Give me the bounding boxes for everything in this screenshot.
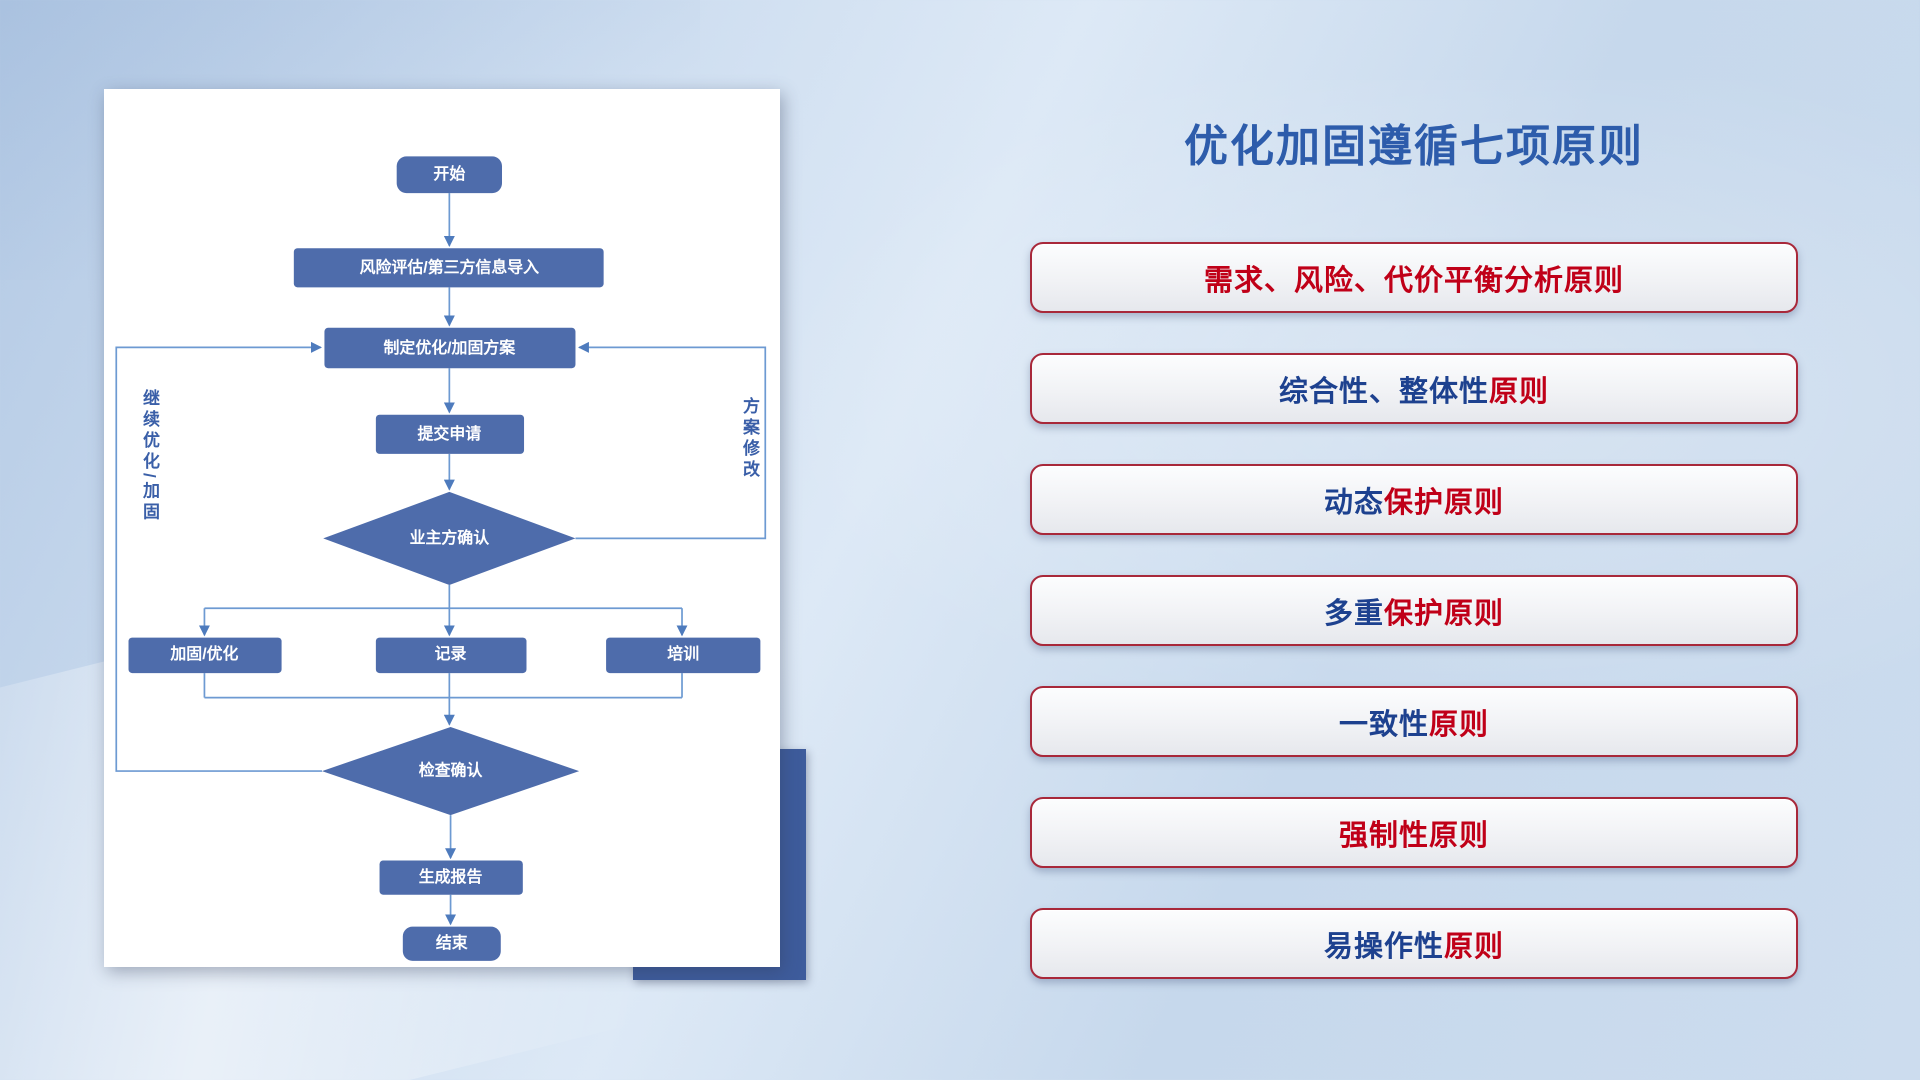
edge-label-plan-modify: 方案修改	[740, 397, 759, 481]
principle-text-red: 保护原则	[1384, 597, 1505, 630]
principles-list: 需求、风险、代价平衡分析原则 综合性、整体性原则 动态保护原则 多重保护原则 一…	[1030, 242, 1798, 1019]
node-make-plan-label: 制定优化/加固方案	[384, 338, 517, 357]
node-start-label: 开始	[433, 164, 465, 183]
principle-item-2: 综合性、整体性原则	[1030, 353, 1798, 424]
node-start: 开始	[396, 156, 503, 194]
node-check-confirm: 检查确认	[321, 726, 580, 816]
node-owner-confirm: 业主方确认	[323, 491, 576, 585]
principle-item-3: 动态保护原则	[1030, 464, 1798, 535]
principle-text-red: 原则	[1444, 930, 1505, 963]
node-report: 生成报告	[379, 860, 523, 895]
flowchart-svg: 开始 风险评估/第三方信息导入 制定优化/加固方案 提交申请 业主方确认 加固/…	[115, 156, 767, 961]
node-report-label: 生成报告	[419, 867, 483, 886]
node-risk-import-label: 风险评估/第三方信息导入	[360, 257, 539, 276]
node-end: 结束	[402, 926, 501, 961]
principle-text-red: 原则	[1489, 375, 1550, 408]
principle-item-1: 需求、风险、代价平衡分析原则	[1030, 242, 1798, 313]
principle-item-5: 一致性原则	[1030, 686, 1798, 757]
flowchart-connectors	[115, 193, 767, 926]
principle-text-blue: 综合性、整体性	[1278, 375, 1489, 408]
node-record: 记录	[375, 637, 527, 674]
principle-item-6: 强制性原则	[1030, 797, 1798, 868]
principle-item-4: 多重保护原则	[1030, 575, 1798, 646]
principle-item-7: 易操作性原则	[1030, 908, 1798, 979]
node-submit: 提交申请	[375, 414, 525, 454]
principle-text-blue: 动态	[1323, 486, 1384, 519]
principle-text-red: 保护原则	[1384, 486, 1505, 519]
principle-text-red: 强制性原则	[1338, 819, 1489, 852]
node-training: 培训	[606, 637, 761, 674]
principle-text-red: 原则	[1429, 708, 1490, 741]
node-risk-import: 风险评估/第三方信息导入	[293, 248, 604, 288]
principle-text-blue: 易操作性	[1323, 930, 1444, 963]
node-record-label: 记录	[435, 645, 467, 663]
node-check-confirm-label: 检查确认	[419, 761, 483, 780]
node-submit-label: 提交申请	[418, 424, 482, 443]
node-owner-confirm-label: 业主方确认	[410, 528, 490, 547]
node-reinforce-label: 加固/优化	[169, 644, 238, 663]
principle-text-blue: 一致性	[1338, 708, 1429, 741]
node-make-plan: 制定优化/加固方案	[324, 327, 576, 369]
flowchart-card: 开始 风险评估/第三方信息导入 制定优化/加固方案 提交申请 业主方确认 加固/…	[104, 89, 780, 967]
principle-text-red: 需求、风险、代价平衡分析原则	[1203, 264, 1624, 297]
page-title: 优化加固遵循七项原则	[1184, 122, 1644, 171]
node-reinforce: 加固/优化	[128, 637, 282, 674]
node-end-label: 结束	[435, 933, 468, 952]
edge-label-continue-optimize: 继续优化/加固	[140, 389, 159, 524]
principle-text-blue: 多重	[1323, 597, 1384, 630]
node-training-label: 培训	[667, 644, 699, 663]
